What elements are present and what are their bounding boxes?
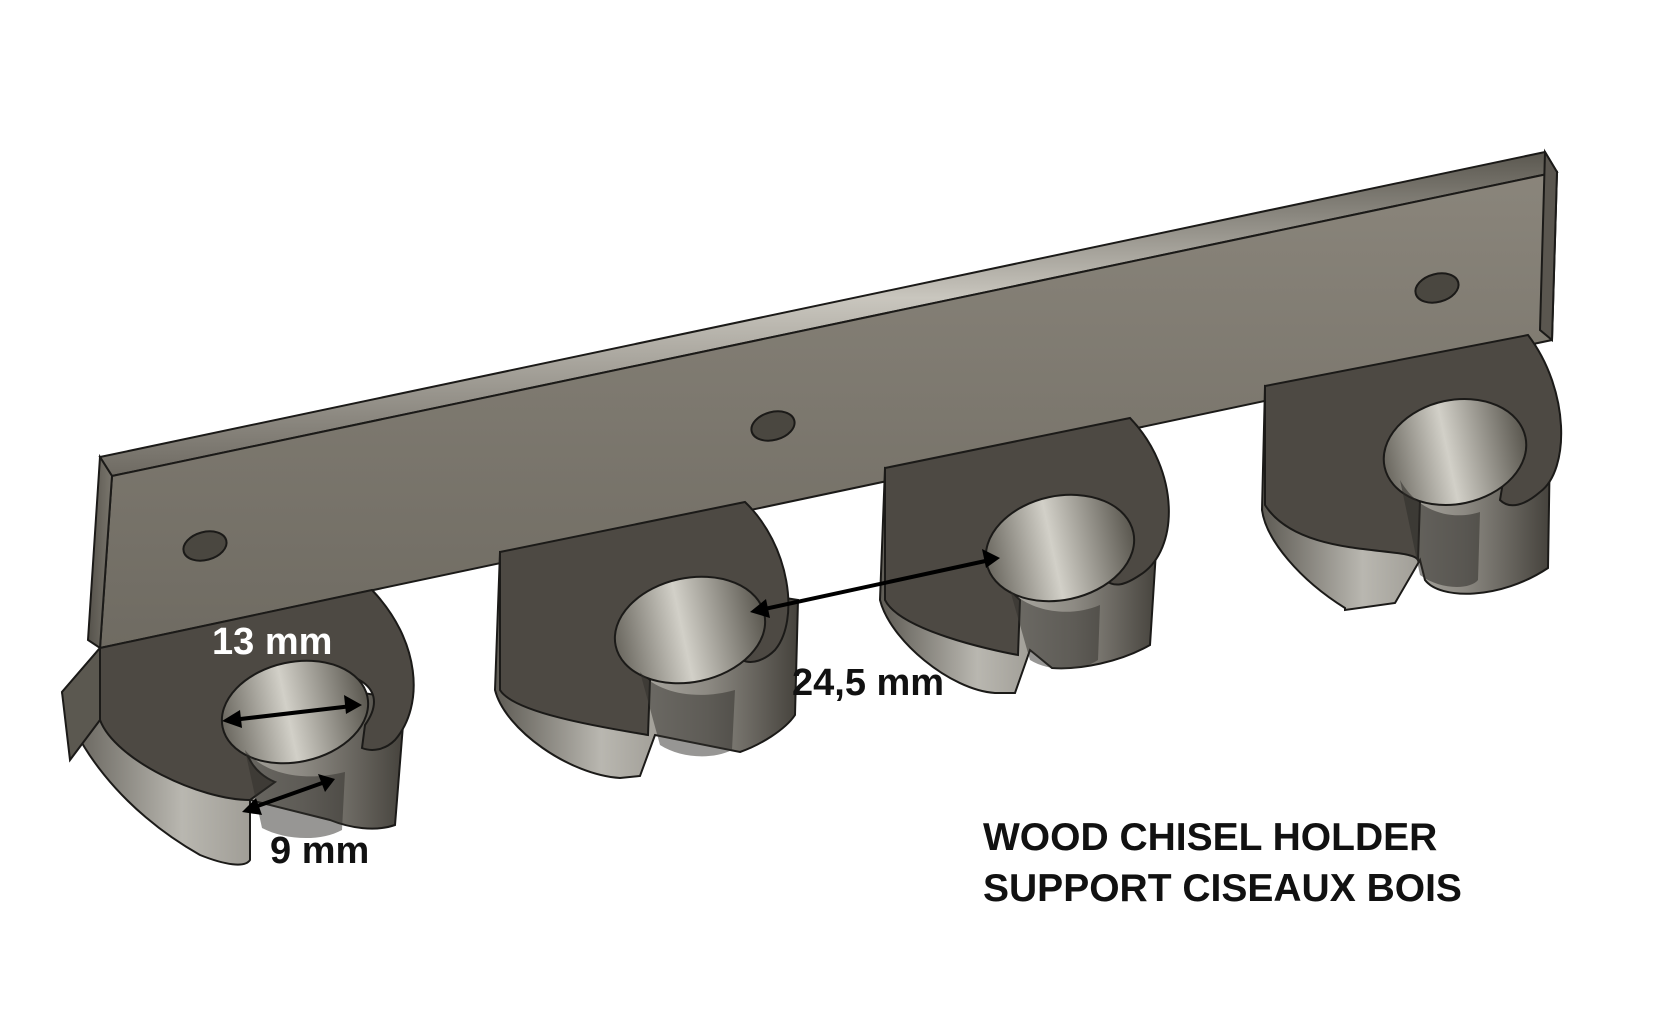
clip-3 (878, 416, 1170, 694)
dimension-label-spacing: 24,5 mm (792, 662, 945, 704)
dim-arrow-9mm (251, 780, 326, 810)
clip-2 (493, 500, 800, 780)
title-block: WOOD CHISEL HOLDER SUPPORT CISEAUX BOIS (983, 812, 1462, 914)
dim-arrow-13mm (231, 704, 353, 722)
screw-hole-left (182, 530, 228, 562)
dimension-arrows (222, 549, 1000, 815)
dim-arrow-24-5mm (759, 558, 991, 612)
screw-hole-right (1414, 272, 1460, 304)
screw-hole-middle (750, 410, 796, 442)
dimension-label-inner-width: 13 mm (212, 621, 333, 663)
clip-4 (1260, 333, 1563, 612)
dimension-label-opening: 9 mm (270, 830, 370, 872)
title-line-french: SUPPORT CISEAUX BOIS (983, 867, 1462, 910)
title-line-english: WOOD CHISEL HOLDER (983, 816, 1438, 859)
back-plate (86, 148, 1559, 650)
